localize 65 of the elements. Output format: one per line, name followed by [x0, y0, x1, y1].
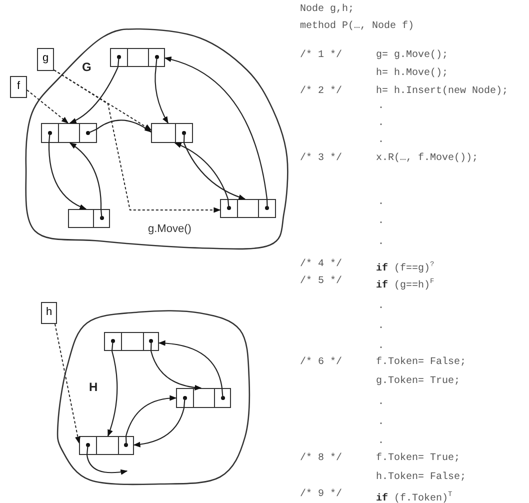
code-line: .	[378, 417, 384, 429]
list-node-record	[41, 123, 97, 143]
code-line: g.Token= True;	[376, 376, 460, 388]
pointer-arrow	[86, 454, 128, 475]
code-line: .	[378, 436, 384, 448]
code-line: method P(…, Node f)	[300, 21, 414, 33]
code-line: Node g,h;	[300, 4, 354, 16]
pointer-arrow	[107, 350, 118, 437]
code-line: .	[378, 118, 384, 130]
pointer-arrow	[96, 120, 152, 132]
pointer-arrow	[150, 350, 202, 390]
list-node-record	[151, 123, 193, 143]
code-line: if (f.Token)$^{T}$	[376, 490, 452, 503]
pointer-arrow	[133, 408, 185, 448]
code-line: h= h.Insert(new Node);	[376, 86, 508, 98]
code-line: .	[378, 216, 384, 228]
code-line: .	[378, 301, 384, 313]
pointer-arrow	[174, 142, 229, 200]
dashed-arrow	[26, 90, 69, 124]
pointer-arrow	[48, 143, 87, 210]
list-node-record	[104, 332, 159, 351]
pointer-arrow	[154, 66, 168, 124]
edge-label: g.Move()	[148, 223, 192, 235]
pointer-arrow	[158, 340, 223, 388]
code-line: f.Token= True;	[376, 453, 460, 465]
variable-box: h	[41, 302, 57, 324]
code-line: .	[378, 197, 384, 209]
list-node-record	[110, 48, 165, 67]
code-line: h.Token= False;	[376, 472, 466, 484]
cloud-region	[55, 310, 251, 486]
list-node-record	[220, 199, 276, 218]
pointer-arrow	[69, 66, 118, 124]
variable-box: g	[37, 48, 54, 71]
code-line: .	[378, 135, 384, 147]
code-line: /* 5 */	[300, 276, 342, 288]
code-line: h= h.Move();	[376, 68, 448, 80]
dashed-arrow	[54, 324, 80, 444]
list-node-record	[176, 388, 231, 408]
list-node-record	[68, 209, 110, 228]
region-label: G	[82, 60, 92, 74]
region-label: H	[89, 380, 98, 394]
code-line: /* 4 */	[300, 259, 342, 271]
pointer-arrow	[69, 142, 102, 209]
code-line: if (f==g)$^{?}$	[376, 260, 434, 276]
code-line: .	[378, 397, 384, 409]
code-line: g= g.Move();	[376, 50, 448, 62]
list-node-record	[79, 436, 134, 455]
code-line: /* 3 */	[300, 153, 342, 165]
code-line: .	[378, 321, 384, 333]
variable-box: f	[10, 76, 27, 98]
code-line: /* 8 */	[300, 453, 342, 465]
dashed-arrow	[54, 70, 221, 213]
pointer-arrow	[125, 395, 177, 436]
code-line: x.R(…, f.Move());	[376, 153, 478, 165]
code-line: .	[378, 341, 384, 353]
code-line: .	[378, 101, 384, 113]
code-line: f.Token= False;	[376, 357, 466, 369]
code-line: /* 6 */	[300, 357, 342, 369]
code-line: /* 1 */	[300, 50, 342, 62]
code-line: /* 9 */	[300, 489, 342, 501]
code-line: if (g==h)$^{F}$	[376, 277, 434, 292]
code-line: /* 2 */	[300, 86, 342, 98]
pointer-arrow	[164, 56, 268, 200]
code-line: .	[378, 237, 384, 249]
pointer-arrow	[184, 142, 246, 200]
